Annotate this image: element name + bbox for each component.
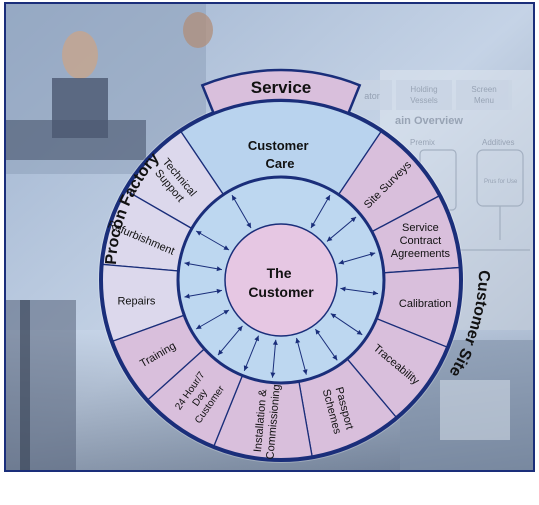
arrow-line-3 xyxy=(326,216,357,242)
arrow-head-3-1 xyxy=(326,236,333,242)
arrow-head-10-1 xyxy=(254,335,259,342)
arrow-line-2 xyxy=(310,194,331,229)
bg-label-additives: Additives xyxy=(482,138,514,147)
center-circle xyxy=(224,223,338,337)
customer-care-label: Customer Care xyxy=(248,138,312,171)
arrow-line-7 xyxy=(315,328,338,361)
arrow-head-12-1 xyxy=(223,310,230,315)
bg-tab-4: Screen xyxy=(471,85,496,94)
arrow-head-1-2 xyxy=(232,195,237,201)
arrow-head-9-1 xyxy=(272,339,278,345)
bg-panel-title: ain Overview xyxy=(395,115,463,127)
bg-label-prus: Prus for Use xyxy=(484,179,518,185)
arrow-line-13 xyxy=(184,289,222,298)
outer-frame xyxy=(4,2,535,472)
arrow-line-5 xyxy=(340,287,379,295)
arrow-head-4-1 xyxy=(338,259,345,265)
arrow-line-9 xyxy=(271,339,277,378)
arrow-head-7-1 xyxy=(315,329,321,335)
arrow-head-13-1 xyxy=(216,288,222,294)
bottom-margin xyxy=(0,472,539,505)
arrow-head-5-2 xyxy=(372,290,379,296)
arrow-head-11-1 xyxy=(237,325,243,332)
factory-label-3: Repairs xyxy=(117,295,155,307)
bg-tab-1: ator xyxy=(364,91,380,101)
arrow-head-4-2 xyxy=(369,251,376,257)
arrow-head-3-2 xyxy=(350,217,357,223)
bg-tab-5: Menu xyxy=(474,96,494,105)
bg-tab-3: Vessels xyxy=(410,96,438,105)
arrow-line-14 xyxy=(184,262,222,271)
arrow-line-1 xyxy=(231,194,252,229)
arrow-head-6-2 xyxy=(356,329,363,335)
arrow-line-4 xyxy=(338,252,376,264)
bg-tab-2: Holding xyxy=(410,85,437,94)
arrow-head-8-1 xyxy=(295,337,301,344)
arrow-head-7-2 xyxy=(332,354,338,361)
arrow-line-15 xyxy=(195,230,230,251)
arrow-line-8 xyxy=(296,337,307,375)
customer-care-line-2: Care xyxy=(266,156,295,171)
arrow-head-15-2 xyxy=(196,231,202,236)
arrow-line-6 xyxy=(330,313,363,336)
arrow-head-6-1 xyxy=(330,313,337,319)
arrow-group xyxy=(184,194,379,378)
arrow-head-5-1 xyxy=(340,286,346,292)
bg-label-premix: Premix xyxy=(410,138,435,147)
service-band xyxy=(200,68,362,115)
arrow-head-15-1 xyxy=(223,245,230,250)
arrow-head-14-1 xyxy=(216,266,222,272)
site-label-6: Installation &Commissioning xyxy=(251,383,282,460)
arrow-head-11-2 xyxy=(218,349,224,356)
arrow-head-2-2 xyxy=(325,195,330,201)
site-label-3: Calibration xyxy=(399,298,452,310)
arrow-line-11 xyxy=(217,325,243,356)
center-label: The Customer xyxy=(248,265,314,300)
arrow-head-10-2 xyxy=(243,365,249,371)
center-label-line-2: Customer xyxy=(248,284,314,300)
arrow-head-1-1 xyxy=(246,222,251,229)
service-title: Service xyxy=(251,78,312,97)
center-label-line-1: The xyxy=(267,265,292,281)
arrow-head-9-2 xyxy=(270,372,276,378)
arrow-head-14-2 xyxy=(184,261,190,267)
arrow-head-2-1 xyxy=(311,222,316,229)
arrow-line-10 xyxy=(243,335,259,372)
arrow-line-12 xyxy=(195,309,230,330)
arrow-head-13-2 xyxy=(184,293,190,299)
arrow-head-8-2 xyxy=(302,369,308,375)
customer-care-line-1: Customer xyxy=(248,138,309,153)
arrow-head-12-2 xyxy=(196,324,202,329)
